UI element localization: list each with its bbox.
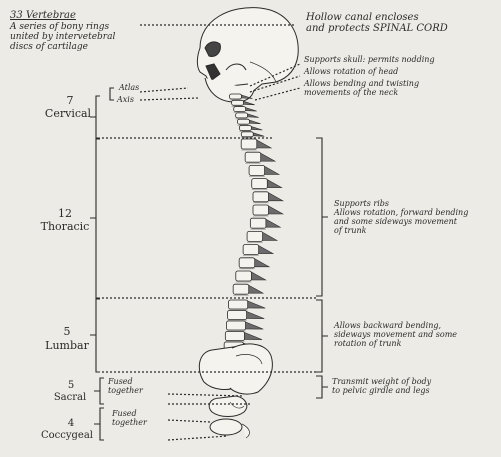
function-head-rotation: Allows rotation of head — [304, 68, 398, 77]
lumbar-count: 5 — [42, 326, 92, 338]
spinous-process — [248, 301, 266, 308]
vertebra-body — [225, 332, 244, 341]
cervical-label: Cervical — [37, 108, 99, 120]
vertebra-body — [236, 113, 248, 118]
thoracic-label: Thoracic — [34, 221, 96, 233]
spinous-process — [255, 259, 269, 267]
spinous-process — [251, 272, 265, 280]
spinous-process — [250, 120, 261, 124]
vertebra-body — [233, 284, 249, 294]
spinous-process — [269, 206, 283, 214]
lumbar-label: Lumbar — [38, 340, 96, 352]
spinous-process — [269, 193, 283, 201]
thoracic-count: 12 — [40, 208, 90, 220]
function-skull: Supports skull: permits nodding — [304, 56, 435, 65]
spinous-process — [265, 166, 279, 174]
vertebra-body — [253, 205, 269, 215]
spinous-process — [259, 246, 273, 254]
spinous-process — [245, 333, 263, 340]
coccygeal-count: 4 — [46, 418, 96, 429]
spinous-process — [244, 101, 255, 105]
sacral-label: Sacral — [42, 392, 98, 403]
spinous-process — [267, 180, 281, 188]
title: 33 Vertebrae — [10, 10, 76, 21]
vertebra-body — [241, 139, 257, 149]
pelvis — [199, 344, 272, 438]
vertebra-body — [245, 152, 261, 162]
vertebra-body — [234, 107, 246, 112]
vertebra-body — [250, 218, 266, 228]
function-lumbar: Allows backward bending, sideways moveme… — [334, 322, 457, 349]
vertebra-body — [238, 119, 250, 124]
vertebra-body — [243, 245, 259, 255]
spinous-process — [251, 127, 262, 131]
vertebra-body — [239, 126, 251, 131]
coccygeal-label: Coccygeal — [32, 430, 102, 441]
vertebra-body — [252, 179, 268, 189]
vertebra-body — [249, 165, 265, 175]
function-thoracic: Supports ribs Allows rotation, forward b… — [334, 200, 468, 236]
atlas-label: Atlas — [119, 84, 139, 93]
vertebra-body — [239, 258, 255, 268]
vertebra-body — [236, 271, 252, 281]
sacral-count: 5 — [46, 380, 96, 391]
spinous-process — [263, 232, 277, 240]
spinous-process — [248, 114, 259, 118]
right-brackets — [316, 138, 328, 398]
spinous-process — [266, 219, 280, 227]
axis-label: Axis — [117, 96, 134, 105]
vertebra-body — [229, 300, 248, 309]
spinous-process — [253, 133, 264, 137]
spinous-process — [246, 322, 264, 329]
vertebra-body — [241, 132, 253, 137]
vertebra-body — [226, 321, 245, 330]
spinous-process — [261, 153, 275, 161]
vertebra-body — [232, 100, 244, 105]
vertebra-body — [228, 311, 247, 320]
spinous-process — [246, 108, 257, 112]
fused-coccyx-note: Fused together — [112, 410, 147, 428]
function-neck: Allows bending and twisting movements of… — [304, 80, 419, 98]
vertebra-body — [247, 231, 263, 241]
cervical-count: 7 — [47, 95, 93, 107]
function-sacral: Transmit weight of body to pelvic girdle… — [332, 378, 431, 396]
spinous-process — [257, 140, 271, 148]
intro-text: A series of bony rings united by interve… — [10, 22, 115, 52]
spinous-process — [247, 312, 265, 319]
fused-sacral-note: Fused together — [108, 378, 143, 396]
vertebra-body — [230, 94, 242, 99]
spinal-cord-note: Hollow canal encloses and protects SPINA… — [306, 12, 448, 34]
spinous-process — [249, 285, 263, 293]
vertebra-body — [253, 192, 269, 202]
vertebral-column — [224, 94, 283, 352]
